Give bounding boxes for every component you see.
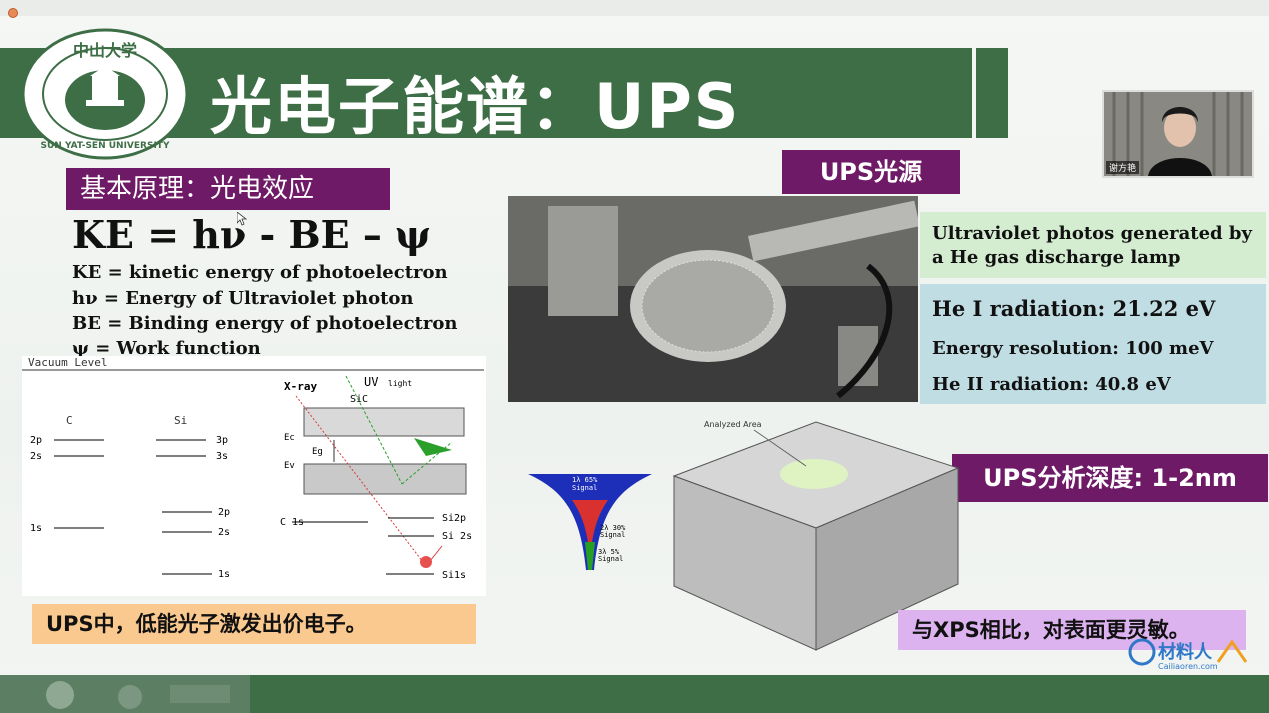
mouse-cursor-icon (237, 212, 247, 226)
slide-title: 光电子能谱：UPS (210, 70, 741, 143)
c-2p-label: 2p (30, 435, 42, 446)
c-1s-label: 1s (30, 523, 42, 534)
definition-ke: KE = kinetic energy of photoelectron (72, 262, 448, 283)
brand-watermark: 材料人 Cailiaoren.com (1128, 638, 1248, 671)
funnel-1-sub: Signal (572, 484, 597, 492)
si-3p-label: 3p (216, 435, 228, 446)
source-specifications: He I radiation: 21.22 eV Energy resoluti… (920, 284, 1266, 404)
funnel-3-sub: Signal (598, 555, 623, 563)
photoelectric-equation: KE = hν - BE – ψ (72, 212, 431, 257)
definition-psi: ψ = Work function (72, 338, 261, 359)
si1s-label: Si1s (442, 570, 466, 581)
c-2s-label: 2s (30, 451, 42, 462)
funnel-1-level: 1λ 65% (572, 476, 598, 484)
participant-video-tile[interactable]: 谢方艳 (1102, 90, 1254, 178)
he1-radiation: He I radiation: 21.22 eV (932, 296, 1216, 321)
si-3s-label: 3s (216, 451, 228, 462)
funnel-2-level: 2λ 30% (600, 524, 626, 532)
recording-indicator-icon (8, 8, 18, 18)
sample-cube-diagram: Analyzed Area (672, 420, 960, 651)
uv-label: UV (364, 375, 378, 389)
university-logo: 中山大学 SUN YAT-SEN UNIVERSITY (21, 28, 189, 160)
energy-resolution: Energy resolution: 100 meV (932, 338, 1214, 359)
window-top-bar (0, 0, 1269, 16)
funnel-2-sub: Signal (600, 531, 625, 539)
logo-name-en: SUN YAT-SEN UNIVERSITY (41, 141, 170, 151)
participant-video-icon (1104, 92, 1252, 176)
c-column-label: C (66, 414, 73, 427)
si-column-label: Si (174, 414, 187, 427)
xps-comparison-note: 与XPS相比，对表面更灵敏。 (898, 610, 1246, 650)
si-1s-label: 1s (218, 569, 230, 580)
eg-label: Eg (312, 447, 323, 457)
ec-label: Ec (284, 433, 295, 443)
he2-radiation: He II radiation: 40.8 eV (932, 374, 1171, 395)
si2p-label: Si2p (442, 513, 466, 524)
si-2p-label: 2p (218, 507, 230, 518)
ups-note: UPS中，低能光子激发出价电子。 (32, 604, 476, 644)
analysis-depth-label: UPS分析深度: 1-2nm (952, 454, 1268, 502)
watermark-brand: 材料人 (1158, 641, 1213, 663)
c1s-label: C 1s (280, 517, 304, 528)
title-band-accent (976, 48, 1008, 138)
ev-label: Ev (284, 461, 295, 471)
uv-source-description: Ultraviolet photos generated by a He gas… (920, 212, 1266, 278)
logo-name-cn: 中山大学 (73, 41, 137, 60)
uv-sub-label: light (388, 379, 412, 388)
sic-label: SiC (350, 394, 368, 405)
signal-depth-funnel: 1λ 65% Signal 2λ 30% Signal 3λ 5% Signal (528, 474, 652, 570)
energy-level-diagram: Vacuum Level C Si 2p 2s 1s 3p 3s 2p 2s 1… (22, 356, 486, 596)
si2s-label: Si 2s (442, 531, 472, 542)
xray-label: X-ray (284, 380, 317, 393)
participant-name-tag: 谢方艳 (1106, 161, 1140, 174)
vacuum-level-label: Vacuum Level (28, 356, 107, 369)
principle-label: 基本原理：光电效应 (66, 168, 390, 210)
watermark-domain: Cailiaoren.com (1158, 662, 1218, 671)
si-2s-label: 2s (218, 527, 230, 538)
definition-hv: hν = Energy of Ultraviolet photon (72, 288, 414, 309)
he-lamp-photo (508, 196, 918, 402)
bottom-decoration (0, 675, 250, 713)
funnel-3-level: 3λ 5% (598, 548, 620, 556)
analyzed-area-label: Analyzed Area (704, 420, 762, 429)
ups-source-label: UPS光源 (782, 150, 960, 194)
definition-be: BE = Binding energy of photoelectron (72, 313, 458, 334)
